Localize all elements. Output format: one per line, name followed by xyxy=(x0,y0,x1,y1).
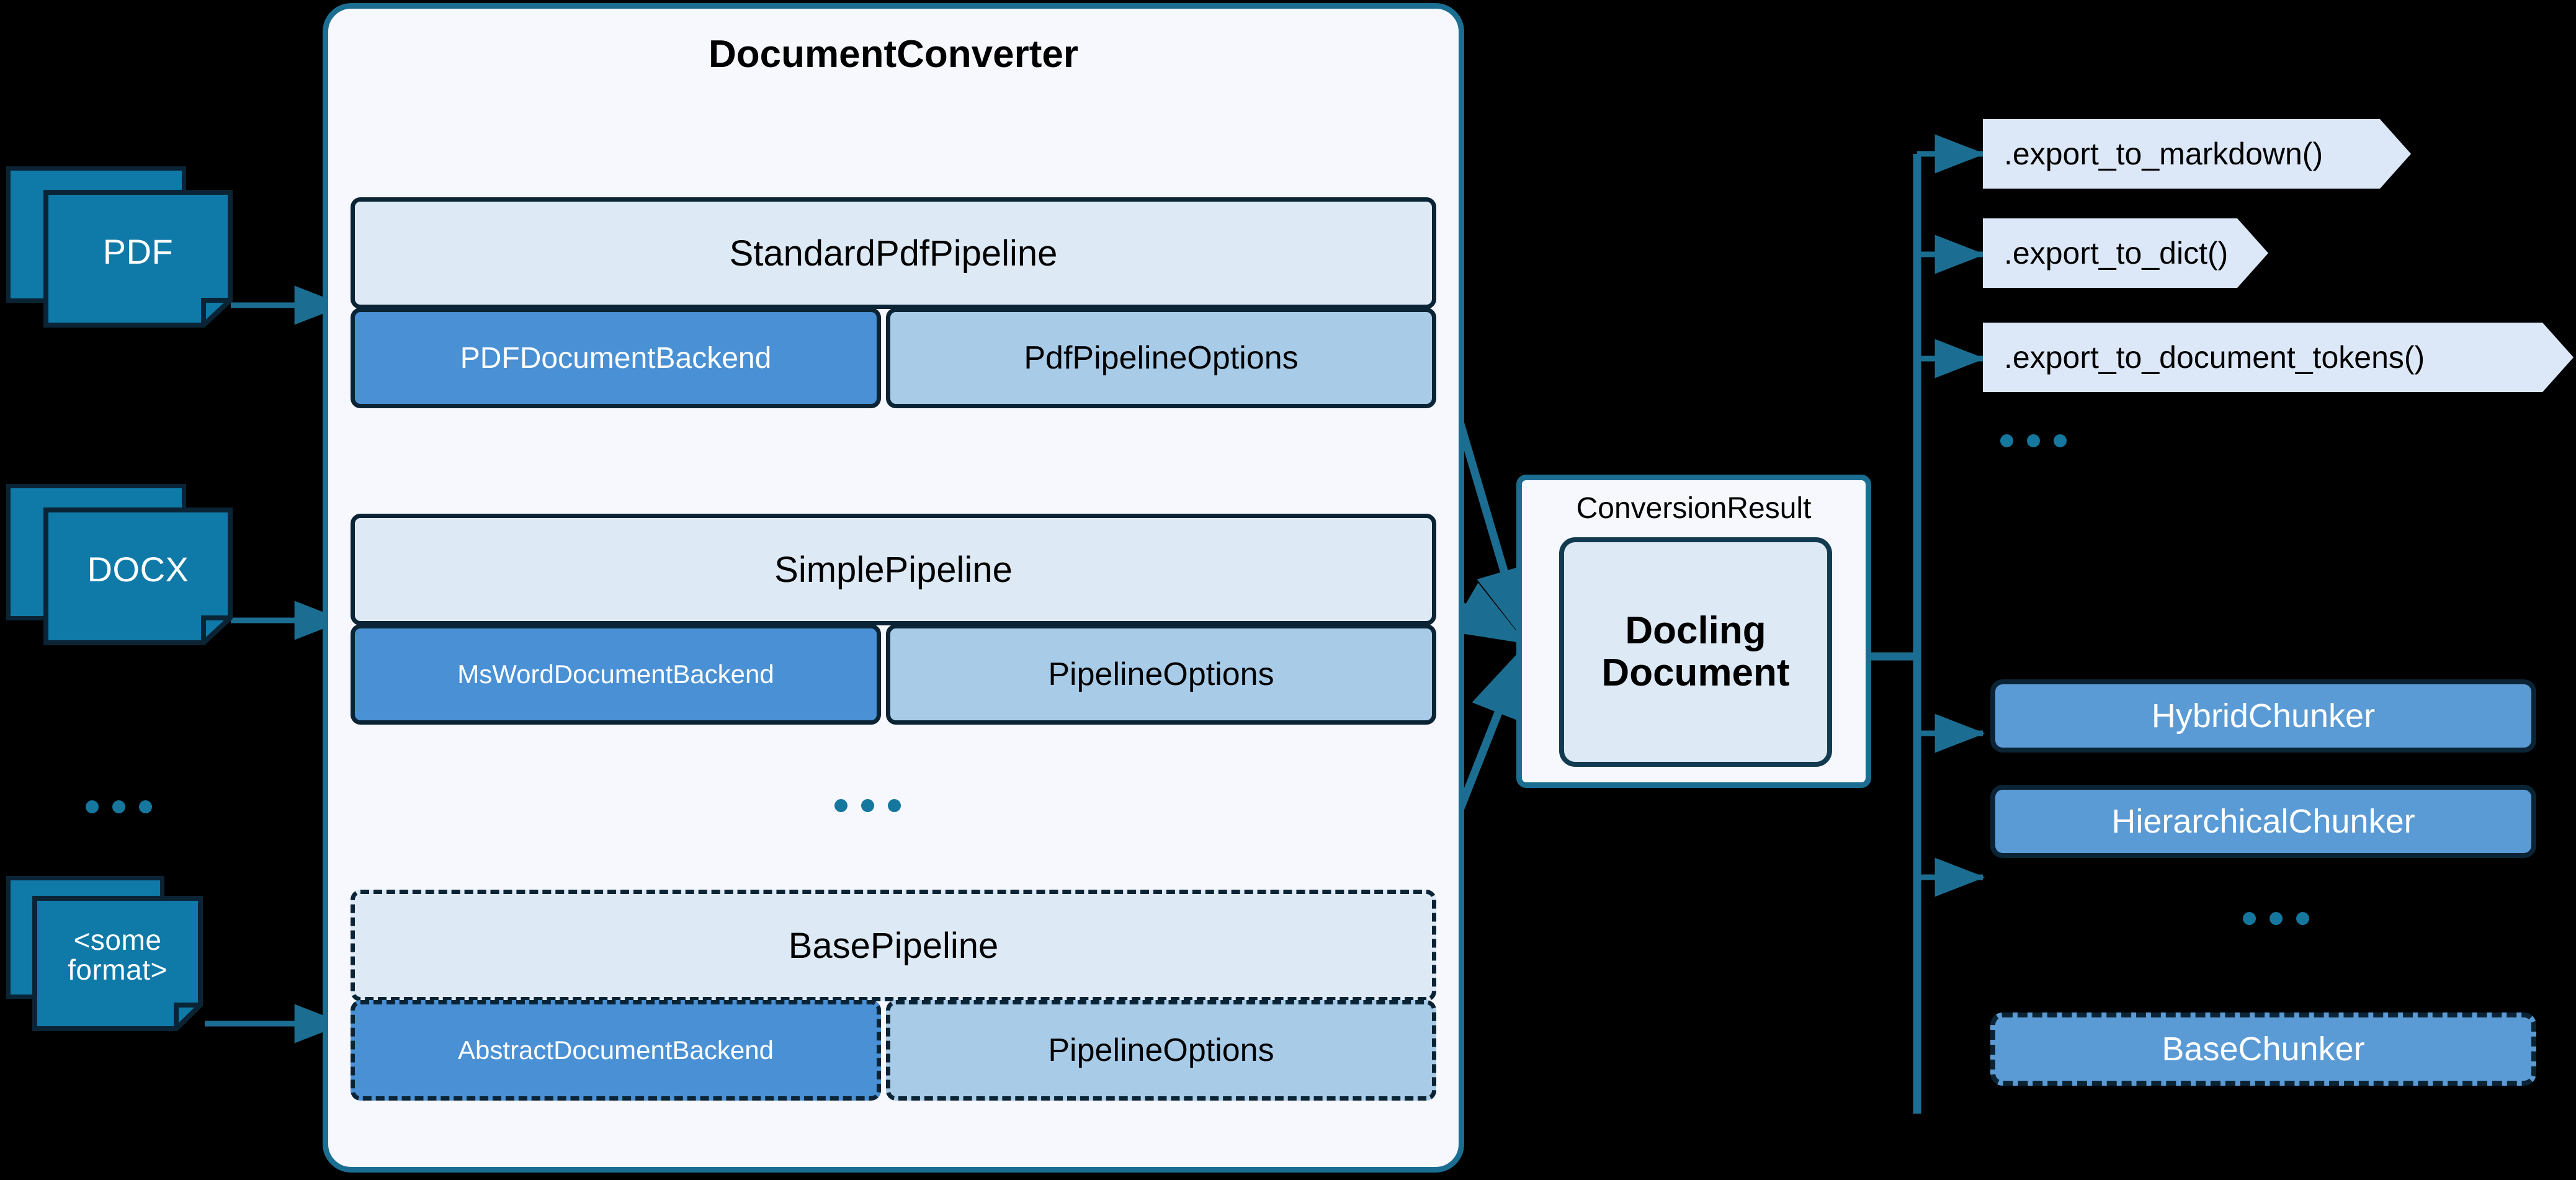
conversion-result-title: ConversionResult xyxy=(1576,492,1812,525)
export-markdown-label: .export_to_markdown() xyxy=(2004,136,2323,171)
chunker-base-chunker[interactable]: BaseChunker xyxy=(1990,1012,2536,1086)
chunker-label: HybridChunker xyxy=(2151,697,2376,735)
pipeline-backend-label: PDFDocumentBackend xyxy=(460,341,772,375)
pipeline-name: SimplePipeline xyxy=(774,549,1013,590)
page-title: DocumentConverter xyxy=(709,33,1078,76)
input-doc-other-label: <some format> xyxy=(68,923,168,986)
chunker-hybrid-chunker[interactable]: HybridChunker xyxy=(1990,679,2536,753)
chunker-label: HierarchicalChunker xyxy=(2111,803,2415,840)
export-dict-label: .export_to_dict() xyxy=(2004,236,2229,270)
pipeline-parts-row: AbstractDocumentBackend PipelineOptions xyxy=(351,1000,1436,1101)
export-markdown-chevron[interactable]: .export_to_markdown() xyxy=(1983,119,2411,189)
pipeline-backend-label: MsWordDocumentBackend xyxy=(457,659,774,689)
export-document-tokens-chevron[interactable]: .export_to_document_tokens() xyxy=(1983,323,2574,392)
chunker-hierarchical-chunker[interactable]: HierarchicalChunker xyxy=(1990,785,2536,858)
conversion-result-panel: ConversionResult Docling Document xyxy=(1516,475,1871,788)
exports-ellipsis xyxy=(2000,434,2067,447)
pipeline-base-pipeline[interactable]: BasePipeline AbstractDocumentBackend Pip… xyxy=(351,890,1436,1101)
pipeline-header: StandardPdfPipeline xyxy=(351,197,1436,309)
pipeline-backend-box[interactable]: PDFDocumentBackend xyxy=(351,308,881,408)
pipeline-simple-pipeline[interactable]: SimplePipeline MsWordDocumentBackend Pip… xyxy=(351,514,1436,725)
export-document-tokens-label: .export_to_document_tokens() xyxy=(2004,340,2425,375)
converter-ellipsis xyxy=(834,799,901,812)
pipeline-options-label: PipelineOptions xyxy=(1048,1032,1274,1068)
pipeline-options-box[interactable]: PdfPipelineOptions xyxy=(886,308,1436,408)
pipeline-backend-label: AbstractDocumentBackend xyxy=(458,1035,774,1065)
pipeline-header: SimplePipeline xyxy=(351,514,1436,625)
doc-front-sheet xyxy=(43,190,233,328)
chunkers-ellipsis xyxy=(2243,912,2309,925)
chunker-label: BaseChunker xyxy=(2162,1030,2365,1068)
pipeline-parts-row: PDFDocumentBackend PdfPipelineOptions xyxy=(351,308,1436,408)
docling-document-box[interactable]: Docling Document xyxy=(1559,537,1832,767)
doc-front-sheet xyxy=(32,896,203,1031)
pipeline-options-label: PipelineOptions xyxy=(1048,656,1274,692)
pipeline-name: BasePipeline xyxy=(788,925,999,966)
doc-front-sheet xyxy=(43,507,233,645)
pipeline-standard-pdf-pipeline[interactable]: StandardPdfPipeline PDFDocumentBackend P… xyxy=(351,197,1436,408)
pipeline-options-label: PdfPipelineOptions xyxy=(1024,340,1299,376)
pipeline-options-box[interactable]: PipelineOptions xyxy=(886,1000,1436,1101)
pipeline-header: BasePipeline xyxy=(351,890,1436,1001)
input-doc-pdf[interactable]: PDF xyxy=(6,166,236,328)
input-ellipsis xyxy=(86,800,152,813)
pipeline-backend-box[interactable]: AbstractDocumentBackend xyxy=(351,1000,881,1101)
export-dict-chevron[interactable]: .export_to_dict() xyxy=(1983,218,2268,288)
pipeline-parts-row: MsWordDocumentBackend PipelineOptions xyxy=(351,624,1436,725)
input-doc-docx[interactable]: DOCX xyxy=(6,484,236,645)
input-doc-other[interactable]: <some format> xyxy=(6,876,211,1031)
input-doc-pdf-label: PDF xyxy=(102,231,174,271)
pipeline-options-box[interactable]: PipelineOptions xyxy=(886,624,1436,725)
pipeline-backend-box[interactable]: MsWordDocumentBackend xyxy=(351,624,881,725)
input-doc-docx-label: DOCX xyxy=(87,549,189,589)
pipeline-name: StandardPdfPipeline xyxy=(729,233,1058,274)
